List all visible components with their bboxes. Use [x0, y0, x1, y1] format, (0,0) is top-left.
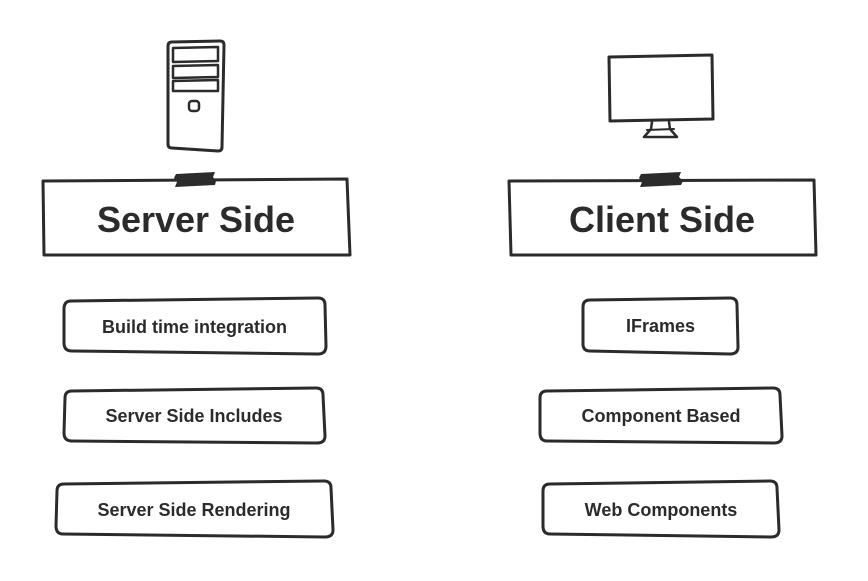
server-tape — [174, 172, 216, 187]
server-item-server-side-rendering: Server Side Rendering — [97, 499, 291, 520]
client-item-box-3 — [541, 479, 781, 539]
client-tape — [639, 172, 683, 187]
server-side-heading: Server Side — [96, 199, 296, 240]
server-heading-box — [41, 177, 352, 257]
client-item-box-1 — [581, 296, 740, 356]
server-item-box-1 — [62, 296, 328, 356]
client-item-component-based: Component Based — [581, 406, 741, 426]
client-heading-box — [507, 178, 818, 257]
client-side-heading: Client Side — [568, 199, 756, 240]
client-item-web-components: Web Components — [584, 499, 738, 520]
server-item-build-time-integration: Build time integration — [101, 316, 287, 337]
client-item-iframes: IFrames — [625, 316, 696, 336]
server-item-server-side-includes: Server Side Includes — [105, 406, 283, 426]
server-item-box-2 — [62, 386, 327, 445]
monitor-icon — [607, 53, 715, 139]
server-item-box-3 — [54, 479, 335, 539]
client-item-box-2 — [538, 386, 784, 445]
server-tower-icon — [166, 39, 226, 153]
